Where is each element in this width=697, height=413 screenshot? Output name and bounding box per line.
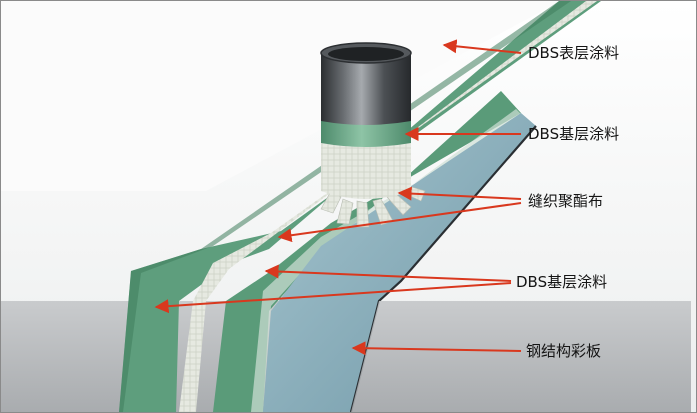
arrow-fabric-roof — [277, 202, 522, 243]
arrow-top-coating — [442, 39, 522, 54]
pipe-coating-collar — [321, 119, 411, 147]
label-top-coating: DBS表层涂料 — [528, 44, 619, 62]
label-fabric: 缝织聚酯布 — [528, 192, 603, 210]
arrow-steel-sheet — [351, 341, 522, 356]
lower-floor-right — [351, 301, 691, 412]
steel-sheet — [263, 113, 536, 412]
fabric-edge — [251, 109, 526, 412]
label-steel-sheet: 钢结构彩板 — [526, 342, 601, 360]
pipe-body — [321, 53, 411, 125]
arrow-fabric-pipe — [397, 186, 522, 201]
annotation-arrows — [154, 39, 522, 356]
pipe-fabric-wrap — [321, 141, 411, 199]
dbs-base-coating-band — [213, 91, 521, 412]
label-base-coating-lower: DBS基层涂料 — [516, 273, 607, 291]
label-base-coating-upper: DBS基层涂料 — [528, 125, 619, 143]
pipe-inner — [328, 47, 404, 61]
roof-top-surface — [1, 1, 561, 191]
arrow-base-coating-mid — [264, 264, 512, 282]
dbs-coating-band — [119, 1, 601, 412]
arrow-base-coating-wall — [154, 282, 512, 314]
